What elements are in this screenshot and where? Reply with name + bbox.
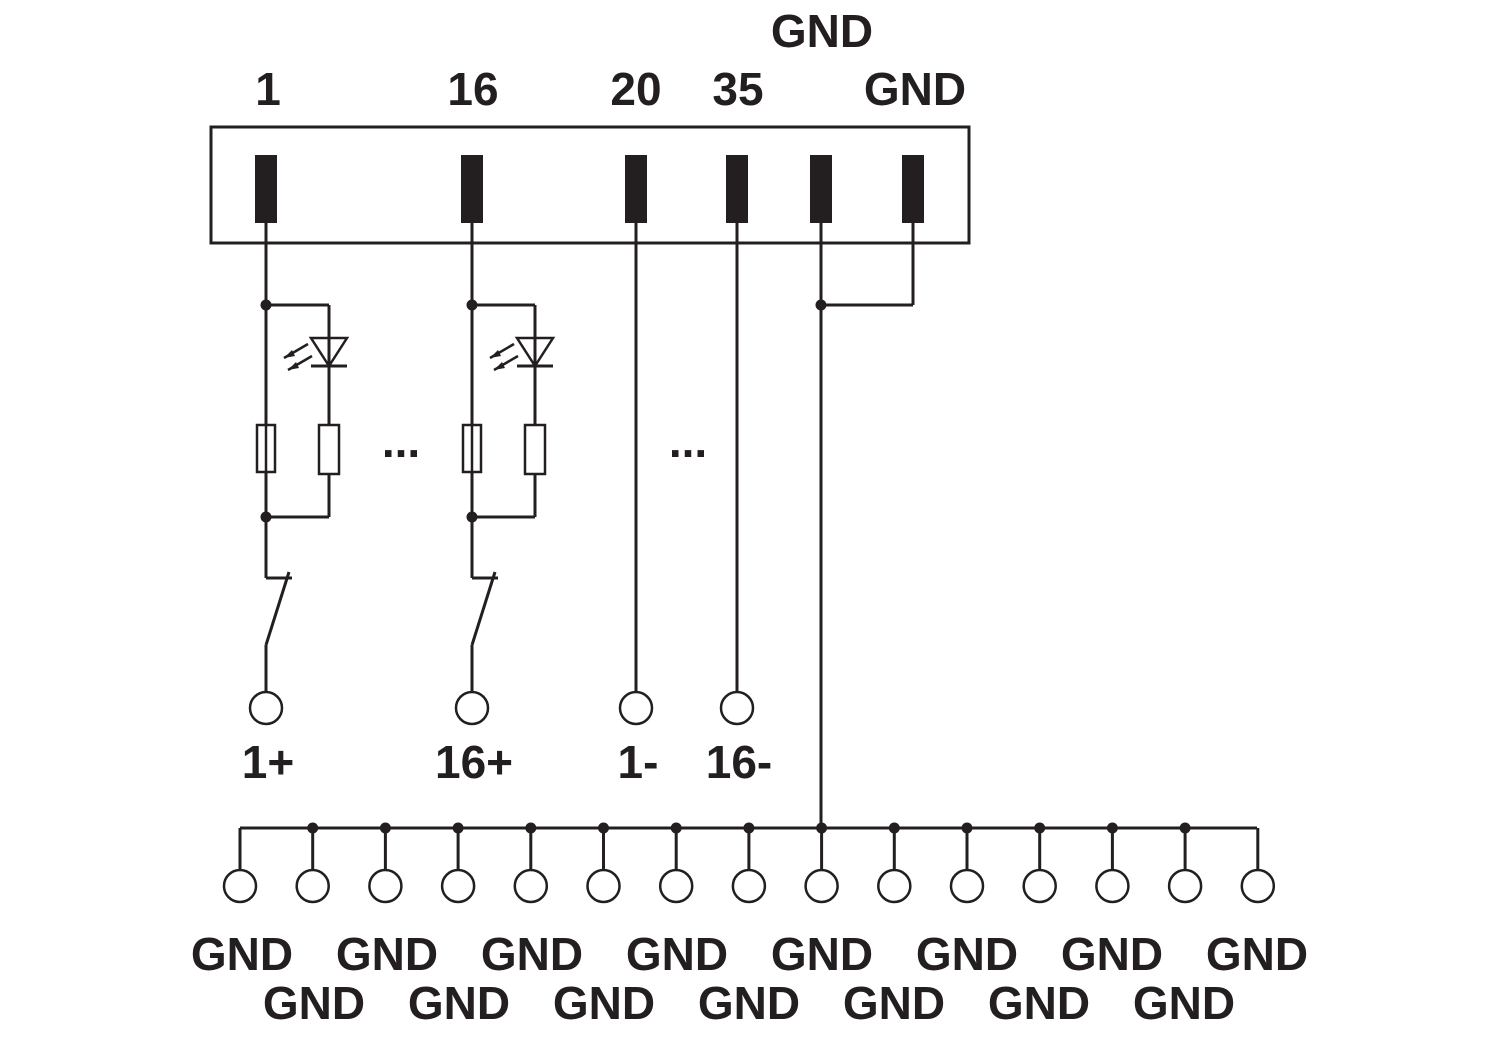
gnd-label: GND	[988, 977, 1090, 1029]
channel-16-circuit	[461, 223, 556, 692]
gnd-terminal	[586, 868, 621, 904]
gnd-terminal	[295, 868, 330, 904]
gnd-label: GND	[408, 977, 510, 1029]
gnd-label: GND	[1061, 928, 1163, 980]
pin-gnd-b	[902, 155, 924, 223]
terminal-1-plus	[248, 690, 284, 726]
switch-1-icon	[264, 571, 292, 692]
gnd-terminal	[731, 868, 767, 904]
gnd-label: GND	[336, 928, 438, 980]
pin-gnd-a	[810, 155, 832, 223]
terminal-label-1-plus: 1+	[242, 736, 294, 788]
gnd-junction-dot	[307, 822, 319, 834]
ellipsis-channels: ...	[382, 415, 420, 467]
gnd-terminal	[658, 868, 694, 904]
pin-label-20: 20	[610, 63, 661, 115]
gnd-junction-dot	[961, 822, 973, 834]
gnd-junction-dot	[888, 822, 900, 834]
resistor-16	[523, 423, 547, 476]
pin-16	[461, 155, 483, 223]
gnd-label: GND	[698, 977, 800, 1029]
terminal-label-1-minus: 1-	[618, 736, 659, 788]
pin-label-16: 16	[447, 63, 498, 115]
gnd-label: GND	[1133, 977, 1235, 1029]
connector-housing	[209, 125, 971, 245]
gnd-junction-dot	[452, 822, 464, 834]
gnd-label: GND	[626, 928, 728, 980]
gnd-label: GND	[553, 977, 655, 1029]
terminal-label-16-minus: 16-	[706, 736, 772, 788]
gnd-label: GND	[843, 977, 945, 1029]
gnd-junction-dot	[1034, 822, 1046, 834]
gnd-junction-dot	[379, 822, 391, 834]
resistor-1	[317, 423, 341, 476]
terminal-label-16-plus: 16+	[435, 736, 513, 788]
pin-label-gnd-top: GND	[771, 5, 873, 57]
led-1-icon	[283, 336, 350, 372]
gnd-junction-dot	[816, 822, 828, 834]
gnd-junction-dot	[743, 822, 755, 834]
gnd-terminal	[513, 868, 549, 904]
pin-35	[726, 155, 748, 223]
gnd-terminal	[949, 868, 985, 904]
pin-label-gnd: GND	[864, 63, 966, 115]
gnd-terminal	[804, 868, 839, 904]
gnd-terminal	[222, 868, 258, 904]
gnd-label: GND	[191, 928, 293, 980]
gnd-label: GND	[1206, 928, 1308, 980]
gnd-terminal	[1095, 868, 1130, 904]
gnd-label: GND	[481, 928, 583, 980]
gnd-label: GND	[263, 977, 365, 1029]
terminal-16-minus	[719, 690, 755, 726]
channel-1-circuit	[255, 223, 350, 692]
gnd-terminal	[1022, 868, 1057, 904]
pin-1	[255, 155, 277, 223]
gnd-label: GND	[916, 928, 1018, 980]
gnd-junction-dot	[1106, 822, 1118, 834]
gnd-terminal	[368, 868, 403, 904]
gnd-terminal	[1240, 868, 1276, 904]
gnd-terminal	[440, 868, 476, 904]
gnd-label: GND	[771, 928, 873, 980]
ellipsis-returns: ...	[669, 415, 707, 467]
gnd-terminal-row	[222, 822, 1276, 904]
gnd-terminal	[877, 868, 912, 904]
gnd-junction-dot	[1179, 822, 1191, 834]
gnd-junction-dot	[670, 822, 682, 834]
terminal-1-minus	[618, 690, 654, 726]
terminal-16-plus	[454, 690, 490, 726]
pin-label-35: 35	[712, 63, 763, 115]
gnd-terminal	[1167, 868, 1203, 904]
gnd-junction-dot	[525, 822, 537, 834]
switch-16-icon	[470, 571, 498, 692]
gnd-junction-dot	[598, 822, 609, 834]
led-16-icon	[489, 336, 556, 372]
pin-20	[625, 155, 647, 223]
pin-label-1: 1	[255, 63, 281, 115]
